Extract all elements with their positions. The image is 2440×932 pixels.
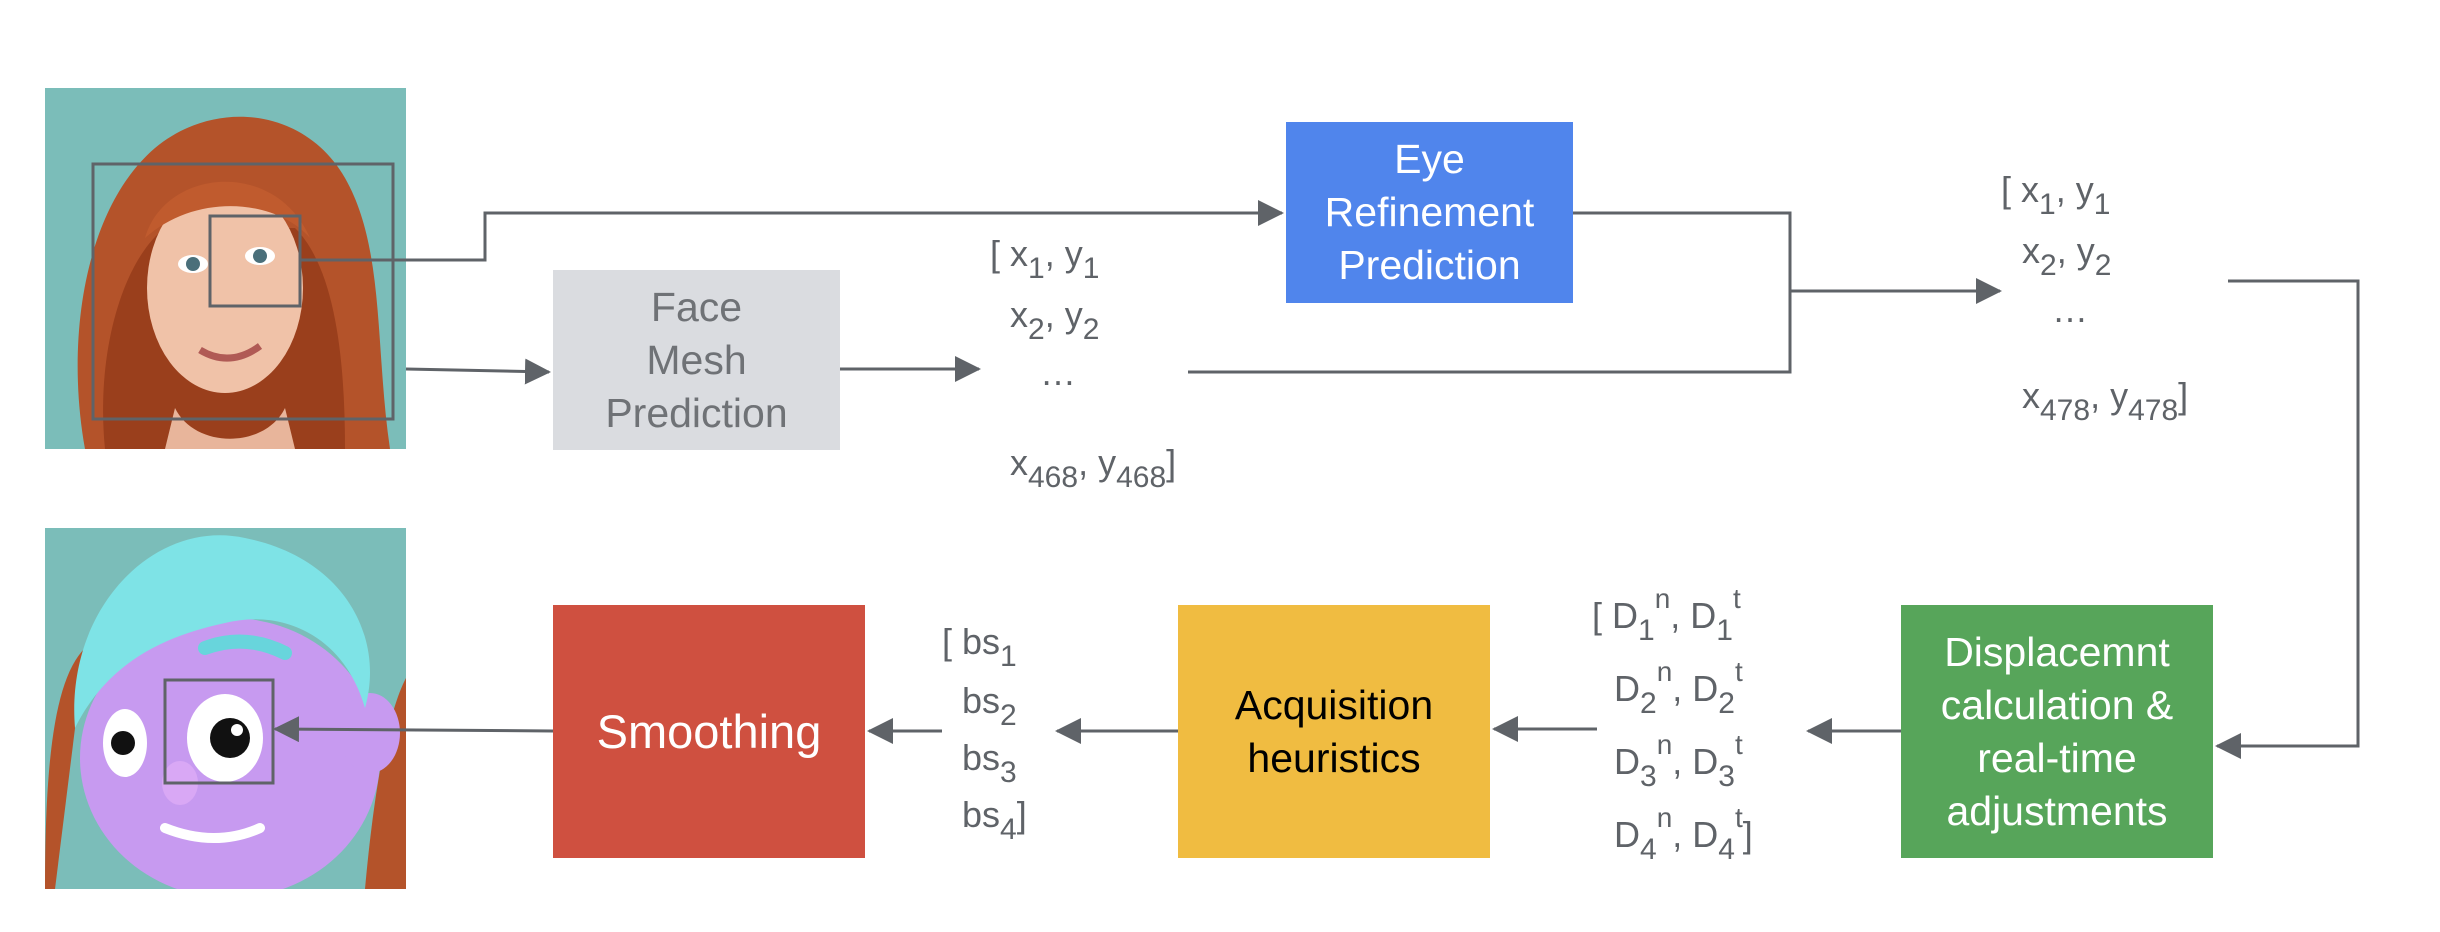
displacement-vector-row-4: D4n, D4t] <box>1614 802 1753 866</box>
face-mesh-label-line: Prediction <box>605 389 788 436</box>
refined-vector-to-displacement-arrow <box>2215 279 2360 759</box>
refined-vector-ellipsis: … <box>2052 289 2088 330</box>
photo-to-face-mesh-arrow <box>405 358 551 385</box>
face-mesh-prediction-box: Face Mesh Prediction <box>553 270 840 450</box>
displacement-label-line: Displacemnt <box>1944 628 2170 675</box>
smoothing-to-avatar-arrow <box>273 716 554 743</box>
blendshape-vector-row-1: [ bs1 <box>942 621 1017 673</box>
acquisition-heuristics-box: Acquisition heuristics <box>1178 605 1490 858</box>
displacement-label-line: calculation & <box>1940 681 2174 728</box>
displacement-vector-row-1: [ D1n, D1t <box>1592 583 1741 647</box>
blendshape-vector-row-2: bs2 <box>962 680 1017 732</box>
blendshape-vector-row-3: bs3 <box>962 737 1017 789</box>
blendshape-vector-row-4: bs4] <box>962 794 1027 846</box>
acquisition-label-line: Acquisition <box>1234 681 1434 728</box>
displacement-calculation-box: Displacemnt calculation & real-time adju… <box>1901 605 2213 858</box>
refined-vector-row-1: [ x1, y1 <box>2001 169 2111 221</box>
refined-vector-row-478: x478, y478] <box>2022 375 2189 427</box>
smoothing-label: Smoothing <box>596 705 822 758</box>
displacement-label-line: adjustments <box>1946 787 2168 834</box>
face-mesh-label-line: Face <box>650 283 743 330</box>
acquisition-label-line: heuristics <box>1247 734 1421 781</box>
eye-refinement-label-line: Eye <box>1394 136 1465 182</box>
mesh-vector-ellipsis: … <box>1040 352 1076 393</box>
animated-avatar <box>45 528 406 889</box>
mesh-vector-row-2: x2, y2 <box>1010 294 1100 346</box>
refined-vector-row-2: x2, y2 <box>2022 230 2112 282</box>
mesh-vector-row-468: x468, y468] <box>1010 442 1177 494</box>
eye-refinement-label-line: Prediction <box>1338 242 1521 288</box>
displacement-vector-row-2: D2n, D2t <box>1614 656 1743 720</box>
eye-crop-to-eye-refinement-arrow <box>300 200 1284 262</box>
eye-refinement-label-line: Refinement <box>1324 189 1535 235</box>
eye-refinement-prediction-box: Eye Refinement Prediction <box>1286 122 1573 303</box>
input-face-photo <box>45 88 406 449</box>
displacement-label-line: real-time <box>1977 734 2137 781</box>
displacement-vector-row-3: D3n, D3t <box>1614 729 1743 793</box>
face-mesh-label-line: Mesh <box>646 336 747 383</box>
mesh-vector-row-1: [ x1, y1 <box>990 233 1100 285</box>
smoothing-box: Smoothing <box>553 605 865 858</box>
